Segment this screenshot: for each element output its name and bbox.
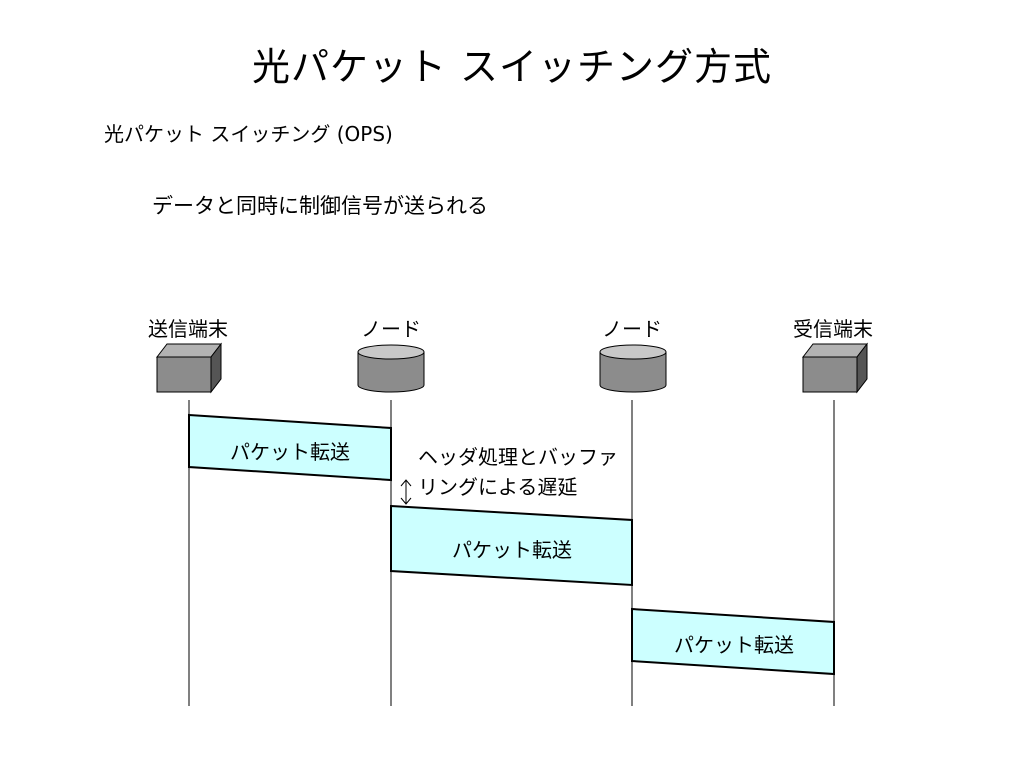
receiver-terminal-label: 受信端末 — [793, 317, 873, 341]
delay-annotation: ヘッダ処理とバッファ リングによる遅延 — [418, 442, 618, 502]
node-1-label: ノード — [361, 317, 421, 341]
packet-transfer-3-label: パケット転送 — [674, 633, 794, 657]
sender-terminal-label: 送信端末 — [148, 317, 228, 341]
packet-transfer-1 — [188, 413, 392, 482]
slide-subtitle: 光パケット スイッチング (OPS) — [104, 122, 393, 146]
receiver-terminal-icon — [801, 342, 869, 394]
node-1-icon — [357, 344, 425, 393]
control-signal-note: データと同時に制御信号が送られる — [152, 194, 488, 218]
node-2-label: ノード — [602, 317, 662, 341]
node-2-icon — [599, 344, 667, 393]
packet-transfer-3 — [631, 607, 835, 676]
delay-annotation-line-2: リングによる遅延 — [418, 475, 578, 499]
sender-terminal-icon — [155, 342, 223, 394]
slide-title: 光パケット スイッチング方式 — [251, 45, 773, 89]
packet-transfer-2-label: パケット転送 — [452, 538, 572, 562]
packet-transfer-1-label: パケット転送 — [230, 440, 350, 464]
delay-double-arrow — [400, 479, 412, 505]
delay-annotation-line-1: ヘッダ処理とバッファ — [418, 445, 618, 469]
packet-transfer-2 — [390, 504, 633, 587]
